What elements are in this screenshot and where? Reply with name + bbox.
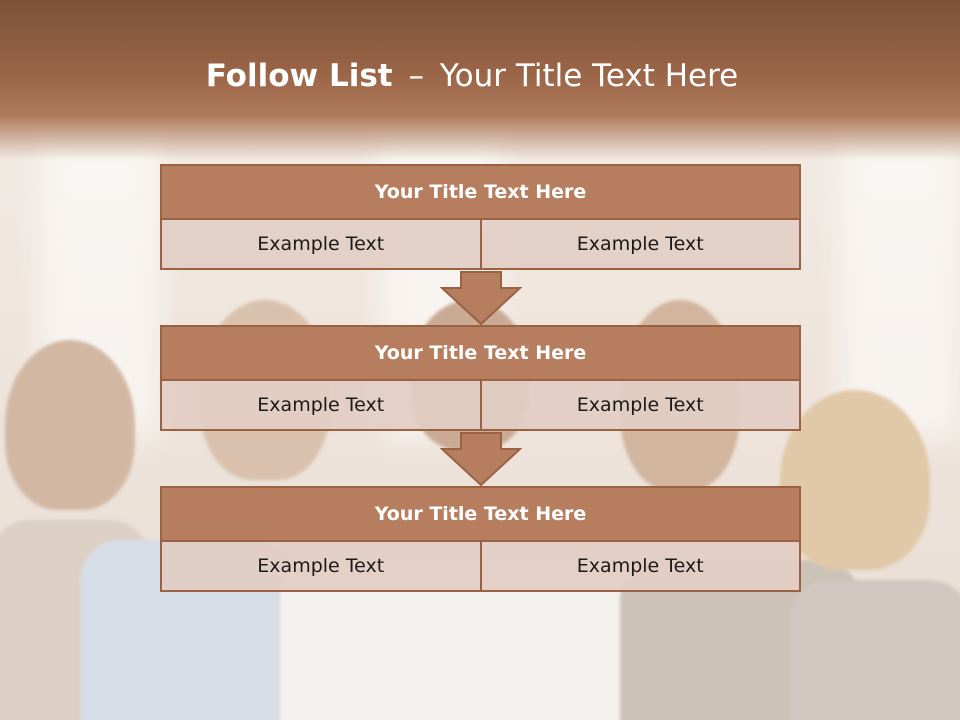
block-cell-left: Example Text	[160, 381, 482, 431]
block-cell-right: Example Text	[481, 542, 801, 592]
block-title: Your Title Text Here	[160, 164, 801, 220]
down-arrow-icon	[440, 432, 522, 487]
block-row: Example Text Example Text	[160, 381, 801, 431]
block-cell-right: Example Text	[481, 381, 801, 431]
block-title: Your Title Text Here	[160, 325, 801, 381]
down-arrow-icon	[440, 271, 522, 326]
block-cell-left: Example Text	[160, 220, 482, 270]
header-band	[0, 0, 960, 160]
list-block-2: Your Title Text Here Example Text Exampl…	[160, 325, 801, 431]
block-row: Example Text Example Text	[160, 542, 801, 592]
person-body	[790, 580, 960, 720]
person-head	[780, 390, 930, 570]
slide-title: Follow List – Your Title Text Here	[0, 56, 952, 96]
title-bold-part: Follow List	[205, 58, 393, 94]
title-rest-part: Your Title Text Here	[439, 58, 739, 94]
person-head	[5, 340, 135, 510]
list-block-1: Your Title Text Here Example Text Exampl…	[160, 164, 801, 270]
title-separator: –	[408, 58, 424, 94]
block-cell-left: Example Text	[160, 542, 482, 592]
block-title: Your Title Text Here	[160, 486, 801, 542]
block-cell-right: Example Text	[481, 220, 801, 270]
block-row: Example Text Example Text	[160, 220, 801, 270]
list-block-3: Your Title Text Here Example Text Exampl…	[160, 486, 801, 592]
